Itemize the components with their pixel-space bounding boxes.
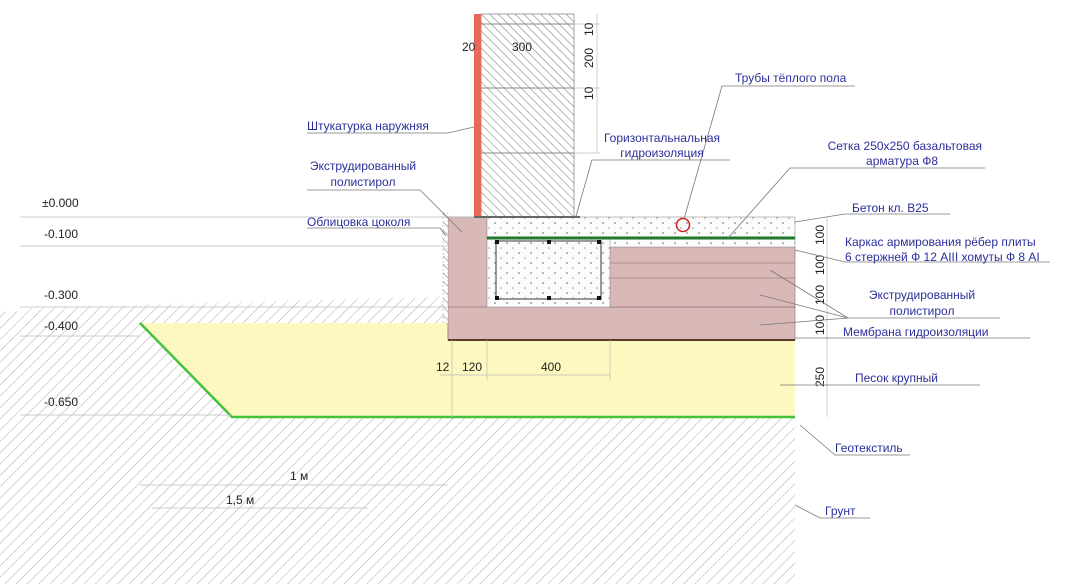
level-lines — [20, 14, 828, 509]
level-0400: -0.400 — [44, 319, 78, 333]
label-xps-top-1: Экструдированный — [310, 159, 416, 173]
brick-wall — [480, 13, 575, 218]
dim-wall: 300 — [512, 40, 532, 54]
dim-row-top: 10 — [582, 22, 596, 36]
level-0100: -0.100 — [44, 227, 78, 241]
label-xps-top-2: полистирол — [331, 175, 396, 189]
level-0300: -0.300 — [44, 288, 78, 302]
label-xps-2: полистирол — [890, 304, 955, 318]
floor-heating-pipe — [675, 217, 691, 233]
dim-12: 12 — [436, 360, 450, 374]
rebars — [495, 240, 601, 300]
blind-area-hatch — [20, 296, 448, 323]
leader-lines — [307, 85, 1050, 519]
dim-row-mid: 200 — [582, 48, 596, 68]
level-0650: -0.650 — [44, 395, 78, 409]
dim-row-bot: 10 — [582, 86, 596, 100]
dim-1-5m: 1,5 м — [226, 493, 254, 507]
label-horizontal-waterproofing-2: гидроизоляция — [620, 146, 703, 160]
dim-layer-3: 100 — [813, 285, 827, 305]
dim-sand: 250 — [813, 367, 827, 387]
dim-120: 120 — [462, 360, 482, 374]
label-geotextile: Геотекстиль — [835, 441, 903, 455]
level-0000: ±0.000 — [42, 196, 79, 210]
label-rebar-2: 6 стержней Ф 12 AIII хомуты Ф 8 AI — [845, 250, 1040, 264]
soil-hatch — [0, 298, 795, 584]
label-membrane: Мембрана гидроизоляции — [843, 325, 988, 339]
label-xps-1: Экструдированный — [869, 288, 975, 302]
label-exterior-plaster: Штукатурка наружняя — [307, 119, 429, 133]
label-floor-heating-pipes: Трубы тёплого пола — [735, 71, 847, 85]
dim-layer-4: 100 — [813, 315, 827, 335]
label-plinth-cladding: Облицовка цоколя — [307, 215, 410, 229]
concrete-rib — [486, 237, 611, 308]
geotextile-line — [139, 322, 795, 419]
plinth-cladding — [442, 212, 449, 324]
dim-plaster: 20 — [462, 40, 476, 54]
dim-layer-2: 100 — [813, 255, 827, 275]
label-horizontal-waterproofing-1: Горизонтальнальная — [604, 131, 720, 145]
dim-1m: 1 м — [290, 469, 308, 483]
exterior-plaster — [474, 14, 481, 217]
label-basalt-mesh-1: Сетка 250х250 базальтовая — [828, 139, 982, 153]
label-concrete: Бетон кл. В25 — [852, 201, 929, 215]
xps-layers-mid — [609, 246, 796, 308]
label-rebar-1: Каркас армирования рёбер плиты — [845, 235, 1036, 249]
dim-400: 400 — [541, 360, 561, 374]
label-basalt-mesh-2: арматура Ф8 — [866, 154, 938, 168]
label-soil: Грунт — [825, 504, 856, 518]
dim-layer-1: 100 — [813, 225, 827, 245]
xps-layer-bottom — [447, 306, 796, 341]
label-sand: Песок крупный — [855, 371, 938, 385]
sand-layer — [140, 323, 795, 417]
